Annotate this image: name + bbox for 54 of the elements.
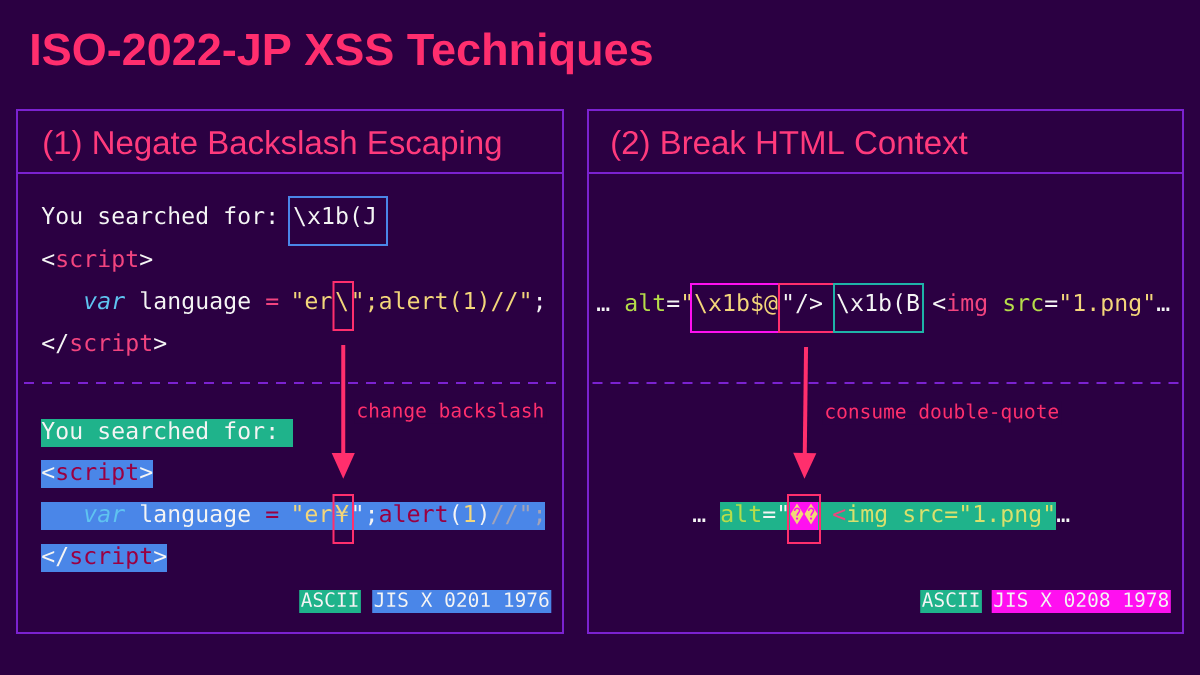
code-text: "1.png"	[1062, 294, 1153, 316]
code-text: =	[266, 298, 279, 305]
edge-label: change backslash	[354, 400, 547, 424]
code-text: language	[141, 291, 250, 314]
code-text: >	[154, 338, 167, 350]
code-text: script	[71, 333, 151, 356]
code-text: ";alert(1)//"	[354, 291, 529, 313]
highlight-box: "/>	[778, 283, 835, 333]
code-text: "1.png"	[962, 505, 1053, 527]
code-text: alt	[721, 504, 760, 523]
code-text: var	[85, 509, 126, 523]
title: ISO-2022-JP XSS Techniques	[32, 32, 652, 75]
code-text: (	[453, 504, 459, 526]
code-text: alert	[380, 504, 447, 523]
code-text: =	[266, 511, 279, 518]
code-text: script	[57, 462, 137, 485]
code-text: =	[945, 511, 958, 518]
code-text: script	[71, 546, 151, 569]
highlight-box: ¥	[332, 494, 354, 544]
legend-key: ASCII	[299, 590, 361, 613]
edge-label: consume double-quote	[822, 401, 1062, 425]
code-text: >	[154, 551, 167, 563]
legend-key: JIS X 0208 1978	[991, 590, 1171, 613]
code-text: script	[57, 249, 137, 272]
code-text: <	[42, 254, 55, 266]
code-text: //";	[491, 505, 542, 526]
highlight-box: \x1b$@	[690, 283, 780, 333]
code-text: img	[848, 504, 887, 527]
highlight-box: \x1b(B	[833, 283, 924, 333]
code-text: var	[85, 296, 126, 310]
code-text: ;	[537, 296, 542, 313]
code-text: …	[693, 518, 706, 522]
legend-key: ASCII	[920, 590, 982, 613]
code-text: alt	[625, 293, 664, 312]
code-text: language	[141, 504, 250, 527]
code-text: =	[1045, 300, 1058, 307]
highlighted-text: You searched for:	[41, 419, 293, 447]
code-text: </	[42, 334, 68, 354]
code-text: img	[948, 293, 987, 316]
legend-key: JIS X 0201 1976	[372, 590, 552, 613]
code-text: src	[1004, 298, 1043, 312]
highlight-box: \x1b(J	[288, 196, 388, 246]
code-text: …	[1057, 518, 1070, 522]
code-text: </	[42, 547, 68, 567]
code-text: …	[1157, 307, 1170, 311]
code-text: …	[597, 307, 610, 311]
code-text: >	[140, 254, 153, 266]
code-text: <	[42, 467, 55, 479]
code-text: "er	[294, 292, 332, 310]
highlight-box: \	[332, 281, 354, 331]
code-text: >	[140, 467, 153, 479]
code-text: 1	[465, 505, 476, 522]
code-text: src	[904, 509, 943, 523]
code-text: )	[480, 504, 486, 526]
